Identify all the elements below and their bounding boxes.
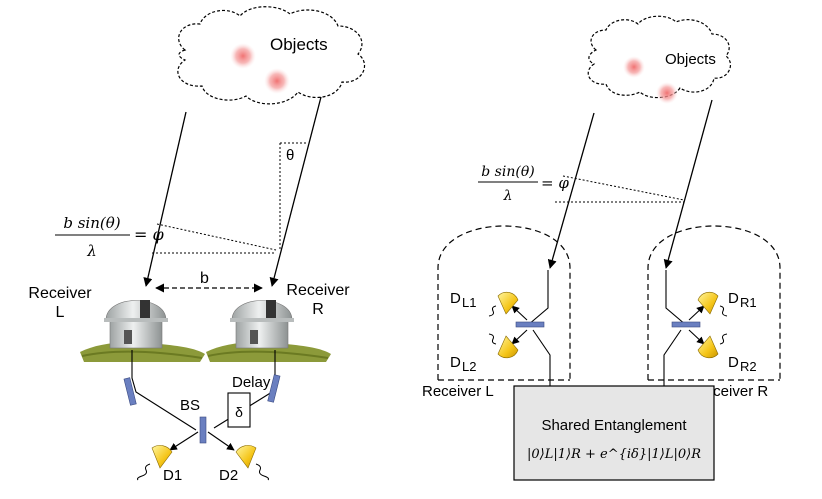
left-entangled-path (532, 329, 551, 386)
entanglement-state: |0⟩L|1⟩R + e^{iδ}|1⟩L|0⟩R (527, 447, 701, 462)
detector-dr2-sub: R2 (740, 359, 757, 374)
path-difference-line (562, 175, 685, 201)
delay-box (227, 392, 251, 428)
detector-dl2: D L2 (450, 333, 519, 374)
detector-dl1: D L1 (450, 290, 519, 317)
formula-numerator: b sin(θ) (481, 164, 534, 180)
beamsplitter-left (515, 321, 545, 328)
detector-dr1-sub: R1 (740, 295, 757, 310)
formula-denominator: λ (86, 242, 97, 260)
receiver-right-letter: R (312, 301, 324, 318)
incoming-beam-left (143, 111, 187, 287)
output-beam-2 (207, 431, 235, 451)
receiver-left-label: Receiver L (422, 383, 494, 400)
cloud-label: Objects (665, 51, 716, 68)
phase-formula-right: b sin(θ) λ = φ (478, 164, 569, 204)
objects-cloud-right: Objects (587, 15, 731, 104)
detector-dl2-main: D (450, 354, 461, 371)
delay-label: Delay (232, 374, 271, 391)
shared-entanglement-box: Shared Entanglement |0⟩L|1⟩R + e^{iδ}|1⟩… (513, 385, 715, 481)
objects-cloud-left: Objects (177, 6, 365, 105)
delay-symbol: δ (235, 404, 243, 420)
formula-denominator: λ (503, 188, 513, 204)
detector-dr1-main: D (728, 290, 739, 307)
mirror-right (267, 374, 281, 403)
formula-numerator: b sin(θ) (63, 214, 120, 232)
detector-d1-label: D1 (163, 467, 182, 484)
observatory-right (206, 300, 331, 362)
path-difference-line (156, 223, 277, 251)
incoming-beam-right (663, 99, 713, 269)
detector-d2: D2 (219, 445, 269, 484)
formula-rhs: = φ (134, 225, 164, 244)
right-entangled-path (663, 329, 682, 386)
receiver-left-label: Receiver (28, 285, 92, 302)
receiver-right-label: Receiver (286, 282, 350, 299)
beamsplitter (199, 416, 207, 444)
detector-dr2-main: D (728, 354, 739, 371)
detector-dr2: D R2 (697, 333, 757, 374)
mirror-left (123, 377, 137, 406)
observatory-left (80, 300, 205, 362)
object-blob (264, 68, 290, 94)
baseline-label: b (200, 270, 209, 287)
beamsplitter-label: BS (180, 397, 200, 414)
angle-label: θ (286, 147, 294, 164)
phase-formula-left: b sin(θ) λ = φ (55, 214, 164, 260)
right-signal-path (665, 270, 687, 326)
receiver-right-enclosure (647, 225, 781, 380)
output-beam-1 (169, 431, 199, 451)
receiver-left-enclosure (437, 225, 571, 380)
formula-rhs: = φ (541, 174, 569, 192)
detector-dr1: D R1 (697, 290, 757, 317)
left-panel: Objects θ b sin(θ) λ = φ b Receiver L Re… (28, 6, 365, 484)
optical-path-left (131, 350, 197, 431)
detector-dl2-sub: L2 (462, 359, 476, 374)
entanglement-title: Shared Entanglement (541, 417, 687, 434)
object-blob (656, 82, 678, 104)
detector-dl1-main: D (450, 290, 461, 307)
object-blob (230, 43, 256, 69)
right-panel: Objects b sin(θ) λ = φ Receiver L Receiv… (422, 15, 781, 481)
detector-dl1-sub: L1 (462, 295, 476, 310)
detector-d2-label: D2 (219, 467, 238, 484)
beamsplitter-right (671, 321, 701, 328)
receiver-left-letter: L (56, 304, 65, 321)
left-signal-path (527, 270, 549, 326)
object-blob (623, 56, 645, 78)
incoming-beam-right (269, 96, 322, 287)
cloud-label: Objects (270, 35, 328, 54)
detector-d1: D1 (137, 445, 182, 484)
